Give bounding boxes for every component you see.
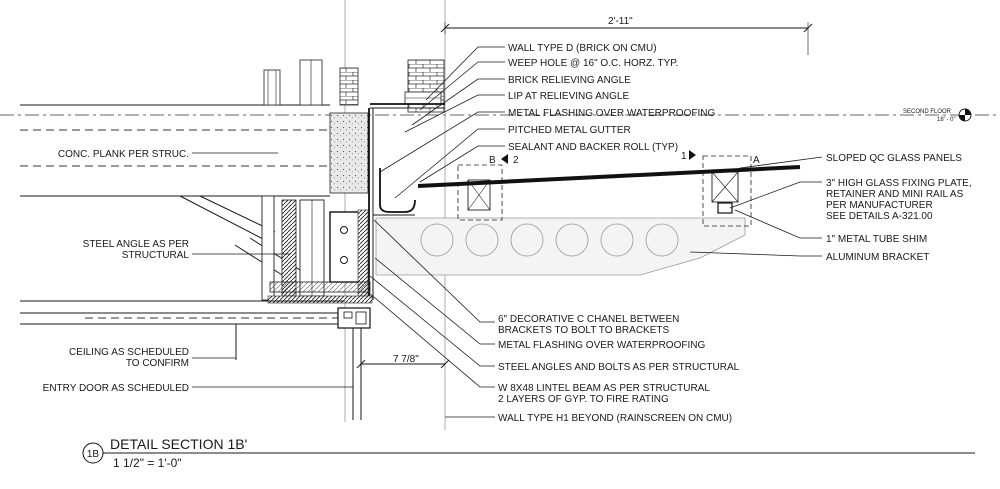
level-marker: SECOND FLOOR 18' - 0" (903, 108, 972, 123)
detail-scale: 1 1/2" = 1'-0" (113, 456, 182, 470)
note-ceiling-line2: TO CONFIRM (126, 358, 189, 369)
note-wall-type-d: WALL TYPE D (BRICK ON CMU) (508, 43, 657, 54)
note-tube-shim: 1" METAL TUBE SHIM (826, 234, 927, 245)
right-notes: SLOPED QC GLASS PANELS 3" HIGH GLASS FIX… (826, 153, 972, 263)
note-sealant-backer-rod: SEALANT AND BACKER ROLL (TYP) (508, 142, 678, 153)
detail-tag: 1B (87, 449, 100, 460)
note-steel-angle-line1: STEEL ANGLE AS PER (83, 239, 189, 250)
dimension-top: 2'-11" (440, 16, 813, 55)
note-c-channel-line1: 6" DECORATIVE C CHANEL BETWEEN (498, 314, 679, 325)
note-steel-angles-bolts: STEEL ANGLES AND BOLTS AS PER STRUCTURAL (498, 362, 740, 373)
ceiling (20, 300, 345, 360)
entry-door (337, 307, 371, 420)
brick-wall-above (263, 59, 445, 113)
note-metal-flashing-bottom: METAL FLASHING OVER WATERPROOFING (498, 340, 705, 351)
level-name: SECOND FLOOR (903, 109, 952, 115)
bottom-notes: 6" DECORATIVE C CHANEL BETWEEN BRACKETS … (498, 314, 740, 424)
dimension-bottom-label: 7 7/8" (393, 354, 419, 365)
note-concrete-plank: CONC. PLANK PER STRUC. (58, 149, 189, 160)
note-glass-fixing-line4: SEE DETAILS A-321.00 (826, 211, 933, 222)
note-metal-flashing-top: METAL FLASHING OVER WATERPROOFING (508, 108, 715, 119)
note-glass-fixing-line1: 3" HIGH GLASS FIXING PLATE, (826, 178, 972, 189)
section-mark-one: 1 (681, 151, 687, 162)
lintel-assembly (20, 195, 373, 304)
left-notes: CONC. PLANK PER STRUC. STEEL ANGLE AS PE… (43, 149, 190, 394)
note-wall-type-h1: WALL TYPE H1 BEYOND (RAINSCREEN ON CMU) (498, 413, 732, 424)
section-mark-b: B (489, 155, 496, 166)
exterior-wall-face (368, 108, 416, 300)
note-lintel-beam: W 8X48 LINTEL BEAM AS PER STRUCTURAL (498, 383, 710, 394)
dimension-bottom: 7 7/8" (356, 354, 450, 369)
note-glass-fixing-line3: PER MANUFACTURER (826, 200, 933, 211)
glass-fixing-plates (457, 155, 752, 227)
note-sloped-glass: SLOPED QC GLASS PANELS (826, 153, 962, 164)
dimension-top-label: 2'-11" (608, 16, 633, 27)
note-ceiling-line1: CEILING AS SCHEDULED (69, 347, 189, 358)
note-lip-relieving-angle: LIP AT RELIEVING ANGLE (508, 91, 629, 102)
sloped-glass-panel (417, 165, 801, 188)
section-marks: 2 B 1 A (489, 150, 760, 166)
note-pitched-gutter: PITCHED METAL GUTTER (508, 125, 631, 136)
note-glass-fixing-line2: RETAINER AND MINI RAIL AS (826, 189, 964, 200)
title-block: 1B DETAIL SECTION 1B' 1 1/2" = 1'-0" (82, 436, 975, 470)
note-c-channel-line2: BRACKETS TO BOLT TO BRACKETS (498, 325, 669, 336)
section-mark-two: 2 (513, 155, 519, 166)
note-weep-hole: WEEP HOLE @ 16" O.C. HORZ. TYP. (508, 58, 678, 69)
aluminum-bracket (375, 217, 746, 276)
level-elevation: 18' - 0" (937, 117, 956, 123)
note-aluminum-bracket: ALUMINUM BRACKET (826, 252, 929, 263)
note-brick-relieving-angle: BRICK RELIEVING ANGLE (508, 75, 631, 86)
note-entry-door: ENTRY DOOR AS SCHEDULED (43, 383, 189, 394)
detail-title: DETAIL SECTION 1B' (110, 436, 247, 452)
section-mark-a: A (753, 155, 760, 166)
note-steel-angle-line2: STRUCTURAL (122, 250, 190, 261)
note-gyp-layers: 2 LAYERS OF GYP. TO FIRE RATING (498, 394, 669, 405)
top-notes: WALL TYPE D (BRICK ON CMU) WEEP HOLE @ 1… (508, 43, 715, 153)
leader-lines (192, 46, 823, 418)
